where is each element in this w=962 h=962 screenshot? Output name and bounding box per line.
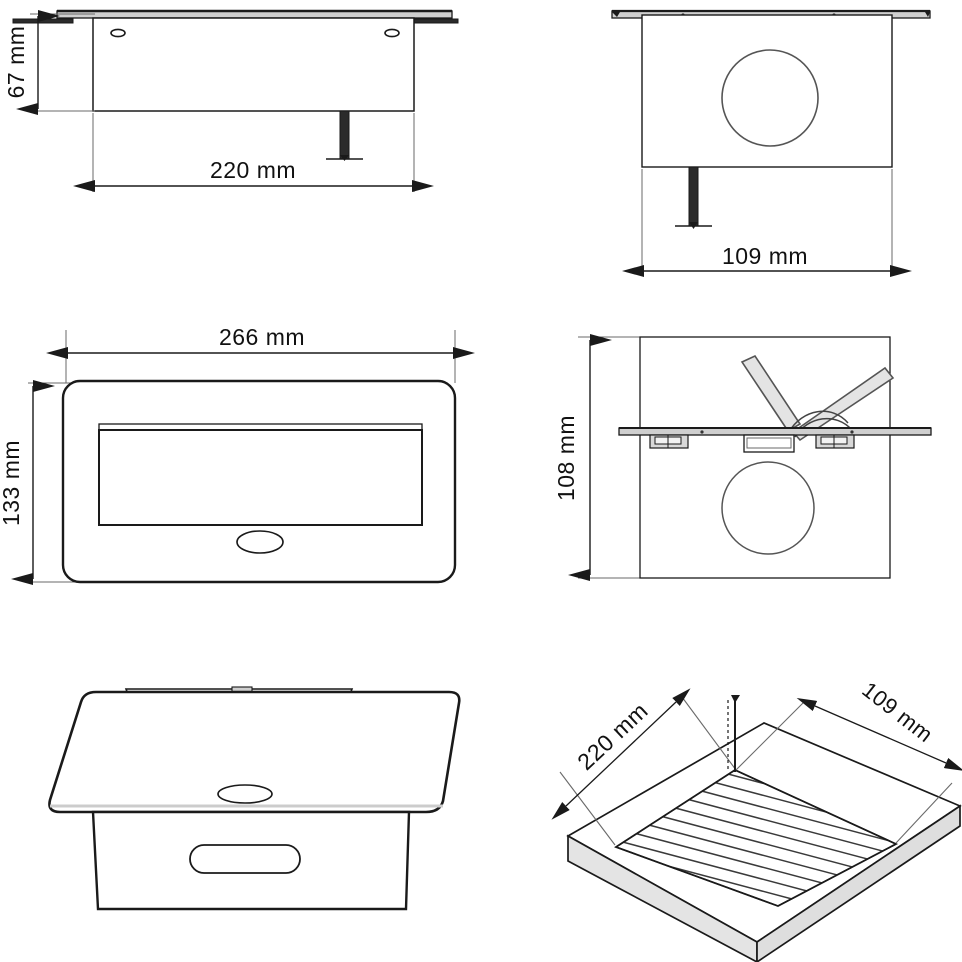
cable-stem-side — [675, 166, 712, 229]
dimension-height-108: 108 mm — [553, 334, 655, 581]
thickness-indicator-iso — [727, 695, 740, 772]
dimension-label-266mm: 266 mm — [219, 324, 305, 350]
dimension-depth-109: 109 mm — [622, 169, 912, 277]
spring-latch-right-open — [815, 434, 855, 449]
view-front-elevation: 67 mm 220 mm — [3, 9, 459, 192]
body-box-front — [92, 17, 415, 112]
cable-entry-slot-iso — [189, 844, 301, 874]
dimension-label-220mm-front: 220 mm — [210, 157, 296, 183]
finger-notch-oval-plan — [236, 530, 284, 554]
lid-panel-plan — [98, 429, 423, 526]
dimension-label-109mm-side: 109 mm — [722, 243, 808, 269]
view-side-lid-open: 108 mm — [553, 334, 932, 581]
cable-outlet-circle-lid-open — [721, 461, 815, 555]
dimension-height-67: 67 mm — [3, 10, 95, 115]
dimension-width-220: 220 mm — [73, 113, 434, 192]
dimension-label-108mm: 108 mm — [553, 415, 579, 501]
dimension-label-133mm: 133 mm — [0, 440, 24, 526]
view-isometric-open-unit — [48, 686, 461, 911]
cable-outlet-circle-side — [721, 49, 819, 147]
body-box-iso — [91, 810, 411, 911]
spring-latch-left-open — [649, 434, 689, 449]
mounting-hole-left — [110, 28, 126, 38]
dimension-height-133: 133 mm — [0, 380, 75, 585]
cable-stem-front — [326, 110, 363, 161]
finger-notch-oval-iso — [217, 784, 273, 804]
flange-plate-lid-open — [618, 427, 932, 436]
view-plan-closed: 266 mm 133 mm — [0, 324, 475, 585]
dimension-label-67mm: 67 mm — [3, 26, 29, 99]
lid-open-linkage — [740, 354, 895, 442]
center-bracket-lid-open — [743, 434, 795, 453]
dimension-width-266: 266 mm — [46, 324, 475, 383]
mounting-hole-right — [384, 28, 400, 38]
view-side-elevation: 109 mm — [611, 9, 931, 277]
flange-top-plate-iso — [48, 690, 461, 814]
face-plate-plan — [61, 379, 457, 584]
body-box-side — [641, 14, 893, 168]
